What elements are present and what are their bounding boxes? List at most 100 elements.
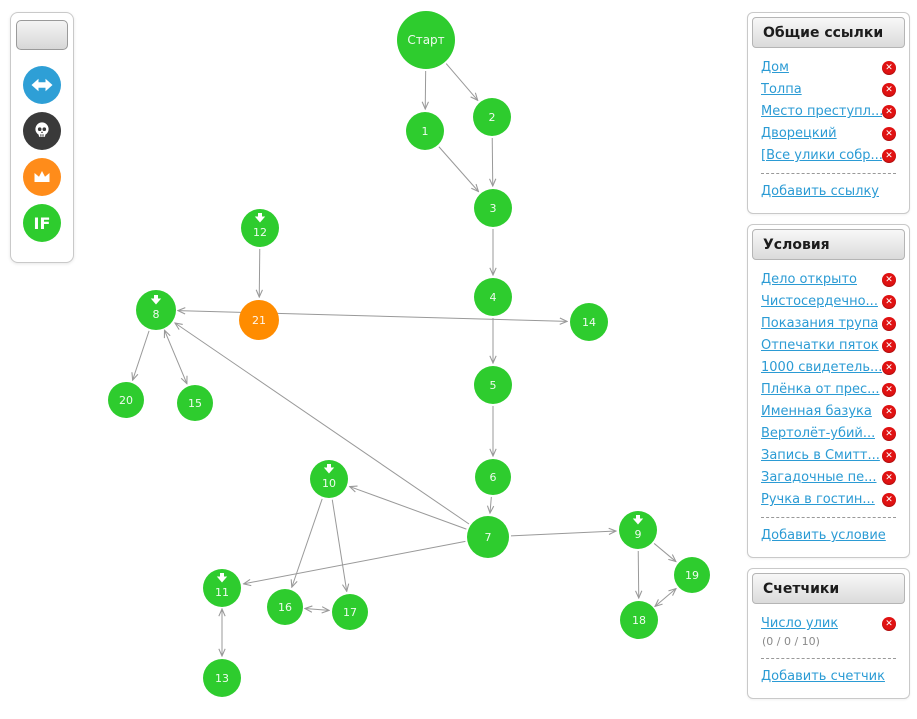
- pointer-tool-button[interactable]: [16, 20, 68, 50]
- item-link[interactable]: Загадочные пе...: [761, 470, 877, 485]
- double-arrow-icon: [30, 73, 54, 97]
- item-link[interactable]: Дело открыто: [761, 272, 857, 287]
- graph-node-5[interactable]: 5: [474, 366, 512, 404]
- node-label: 10: [322, 477, 336, 490]
- delete-icon[interactable]: ✕: [882, 448, 896, 463]
- edge-10-17: [331, 499, 346, 592]
- graph-node-12[interactable]: 12: [241, 209, 279, 247]
- delete-icon[interactable]: ✕: [882, 316, 896, 331]
- crown-tool-button[interactable]: [23, 158, 61, 196]
- item-link[interactable]: Ручка в гостин...: [761, 492, 875, 507]
- swap-tool-button[interactable]: [23, 66, 61, 104]
- list-item: 1000 свидетель...✕: [761, 360, 896, 375]
- list-item: Вертолёт-убий... ✕: [761, 426, 896, 441]
- graph-node-10[interactable]: 10: [310, 460, 348, 498]
- node-label: 2: [489, 111, 496, 124]
- node-label: 8: [153, 308, 160, 321]
- divider: [761, 517, 896, 518]
- delete-icon[interactable]: ✕: [882, 272, 896, 287]
- graph-node-1[interactable]: 1: [406, 112, 444, 150]
- node-label: 15: [188, 397, 202, 410]
- item-link[interactable]: Именная базука: [761, 404, 872, 419]
- item-link[interactable]: Число улик: [761, 616, 839, 631]
- edge-1-3: [438, 146, 479, 192]
- delete-icon[interactable]: ✕: [882, 360, 896, 375]
- node-label: 20: [119, 394, 133, 407]
- edge-16-17: [305, 609, 329, 611]
- list-item: Число улик ✕: [761, 616, 896, 631]
- death-tool-button[interactable]: [23, 112, 61, 150]
- item-link[interactable]: Отпечатки пяток: [761, 338, 879, 353]
- delete-icon[interactable]: ✕: [882, 426, 896, 441]
- node-label: 5: [490, 379, 497, 392]
- panel-body: Число улик✕(0 / 0 / 10)Добавить счетчик: [752, 604, 905, 690]
- item-link[interactable]: [Все улики собр...: [761, 148, 882, 163]
- item-link[interactable]: Плёнка от прес...: [761, 382, 880, 397]
- graph-node-16[interactable]: 16: [267, 589, 303, 625]
- graph-node-9[interactable]: 9: [619, 511, 657, 549]
- graph-node-4[interactable]: 4: [474, 278, 512, 316]
- graph-node-3[interactable]: 3: [474, 189, 512, 227]
- graph-node-8[interactable]: 8: [136, 290, 176, 330]
- item-link[interactable]: Дом: [761, 60, 789, 75]
- down-arrow-icon: [216, 573, 228, 583]
- graph-node-21[interactable]: 21: [239, 300, 279, 340]
- graph-node-start[interactable]: Старт: [397, 11, 455, 69]
- node-label: 17: [343, 606, 357, 619]
- panel-title[interactable]: Общие ссылки: [752, 17, 905, 48]
- list-item: Чистосердечно... ✕: [761, 294, 896, 309]
- graph-node-15[interactable]: 15: [177, 385, 213, 421]
- delete-icon[interactable]: ✕: [882, 616, 896, 631]
- edge-9-19: [653, 543, 676, 561]
- list-item: Ручка в гостин... ✕: [761, 492, 896, 507]
- node-label: 14: [582, 316, 596, 329]
- node-label: 19: [685, 569, 699, 582]
- delete-icon[interactable]: ✕: [882, 82, 896, 97]
- node-label: 1: [422, 125, 429, 138]
- item-link[interactable]: Толпа: [761, 82, 802, 97]
- item-link[interactable]: Место преступл...: [761, 104, 882, 119]
- graph-node-13[interactable]: 13: [203, 659, 241, 697]
- add-item-link[interactable]: Добавить ссылку: [761, 184, 879, 199]
- item-link[interactable]: Дворецкий: [761, 126, 837, 141]
- delete-icon[interactable]: ✕: [882, 60, 896, 75]
- graph-node-7[interactable]: 7: [467, 516, 509, 558]
- delete-icon[interactable]: ✕: [882, 126, 896, 141]
- add-item-link[interactable]: Добавить условие: [761, 528, 886, 543]
- graph-node-20[interactable]: 20: [108, 382, 144, 418]
- delete-icon[interactable]: ✕: [882, 294, 896, 309]
- graph-node-2[interactable]: 2: [473, 98, 511, 136]
- edge-7-8: [175, 323, 470, 525]
- delete-icon[interactable]: ✕: [882, 404, 896, 419]
- delete-icon[interactable]: ✕: [882, 104, 896, 119]
- panel-title[interactable]: Условия: [752, 229, 905, 260]
- item-link[interactable]: Вертолёт-убий...: [761, 426, 876, 441]
- delete-icon[interactable]: ✕: [882, 492, 896, 507]
- node-label: 7: [485, 531, 492, 544]
- down-arrow-icon: [323, 464, 335, 474]
- graph-node-6[interactable]: 6: [475, 459, 511, 495]
- graph-node-19[interactable]: 19: [674, 557, 710, 593]
- graph-node-18[interactable]: 18: [620, 601, 658, 639]
- node-label: 4: [490, 291, 497, 304]
- graph-node-17[interactable]: 17: [332, 594, 368, 630]
- item-link[interactable]: Показания трупа: [761, 316, 879, 331]
- if-tool-button[interactable]: IF: [23, 204, 61, 242]
- delete-icon[interactable]: ✕: [882, 382, 896, 397]
- graph-node-14[interactable]: 14: [570, 303, 608, 341]
- graph-node-11[interactable]: 11: [203, 569, 241, 607]
- add-item-link[interactable]: Добавить счетчик: [761, 669, 885, 684]
- node-label: 12: [253, 226, 267, 239]
- list-item: Дело открыто ✕: [761, 272, 896, 287]
- delete-icon[interactable]: ✕: [882, 470, 896, 485]
- panel-title[interactable]: Счетчики: [752, 573, 905, 604]
- delete-icon[interactable]: ✕: [882, 148, 896, 163]
- item-link[interactable]: Чистосердечно...: [761, 294, 878, 309]
- edge-2-3: [492, 137, 493, 186]
- delete-icon[interactable]: ✕: [882, 338, 896, 353]
- item-link[interactable]: Запись в Смитт...: [761, 448, 880, 463]
- down-arrow-icon: [254, 213, 266, 223]
- item-link[interactable]: 1000 свидетель...: [761, 360, 882, 375]
